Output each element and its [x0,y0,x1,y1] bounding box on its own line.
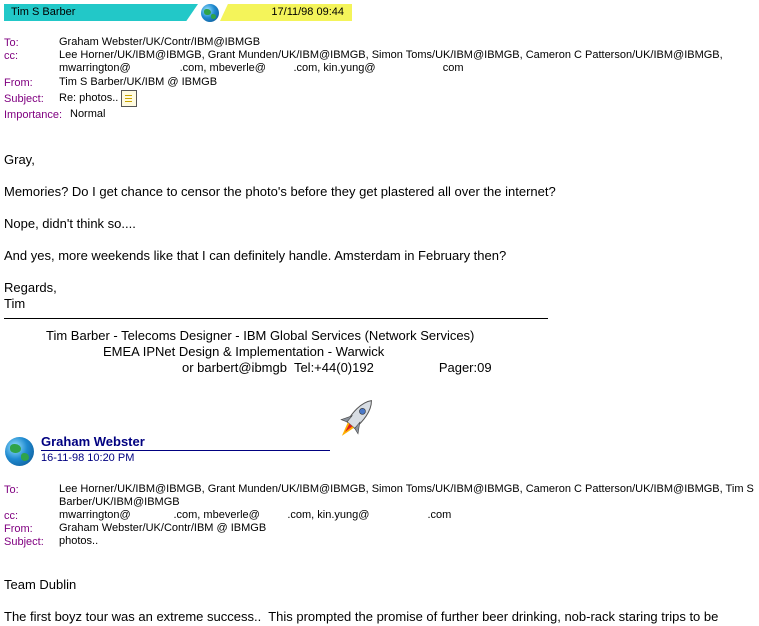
original-to-line1[interactable]: Lee Horner/UK/IBM@IBMGB, Grant Munden/UK… [59,483,754,495]
from-label: From: [4,77,33,89]
original-to-label: To: [4,484,19,496]
original-body-greeting: Team Dublin [4,577,77,592]
reply-paragraph-2: Nope, didn't think so.... [4,216,136,231]
date-banner: 17/11/98 09:44 [220,4,352,21]
reply-paragraph-1: Memories? Do I get chance to censor the … [4,184,556,199]
reply-paragraph-3: And yes, more weekends like that I can d… [4,248,507,263]
sender-underline [41,450,330,451]
reply-signname: Tim [4,296,26,311]
from-value[interactable]: Tim S Barber/UK/IBM @ IBMGB [59,76,218,88]
reply-greeting: Gray, [4,152,35,167]
original-sender-name: Graham Webster [41,434,145,449]
original-subject-value: photos.. [59,535,99,547]
to-label: To: [4,37,19,49]
reply-signoff: Regards, [4,280,57,295]
subject-label: Subject: [4,93,44,105]
cc-label: cc: [4,50,19,62]
signature-line-3: or barbert@ibmgb Tel:+44(0)192 Pager:09 [182,360,492,375]
cc-value-line2[interactable]: mwarrington@ .com, mbeverle@ .com, kin.y… [59,62,464,74]
globe-icon [201,4,219,22]
sender-banner: Tim S Barber [4,4,198,21]
attachment-doc-icon[interactable] [121,90,137,107]
signature-divider [4,318,548,319]
banner-sender-name: Tim S Barber [11,6,76,18]
original-subject-label: Subject: [4,536,44,548]
banner-datetime: 17/11/98 09:44 [271,6,344,18]
importance-label: Importance: [4,109,63,121]
original-from-value[interactable]: Graham Webster/UK/Contr/IBM @ IBMGB [59,522,267,534]
subject-value: Re: photos.. [59,92,119,104]
globe-icon [5,437,34,466]
importance-value: Normal [70,108,106,120]
original-body-paragraph-1: The first boyz tour was an extreme succe… [4,609,719,624]
rocket-icon [340,400,372,436]
original-from-label: From: [4,523,33,535]
original-to-line2[interactable]: Barber/UK/IBM@IBMGB [59,496,180,508]
to-value[interactable]: Graham Webster/UK/Contr/IBM@IBMGB [59,36,261,48]
cc-value-line1[interactable]: Lee Horner/UK/IBM@IBMGB, Grant Munden/UK… [59,49,723,61]
original-datetime: 16-11-98 10:20 PM [41,452,135,464]
signature-line-2: EMEA IPNet Design & Implementation - War… [103,344,385,359]
original-cc-value[interactable]: mwarrington@ .com, mbeverle@ .com, kin.y… [59,509,452,521]
original-cc-label: cc: [4,510,19,522]
signature-line-1: Tim Barber - Telecoms Designer - IBM Glo… [46,328,475,343]
